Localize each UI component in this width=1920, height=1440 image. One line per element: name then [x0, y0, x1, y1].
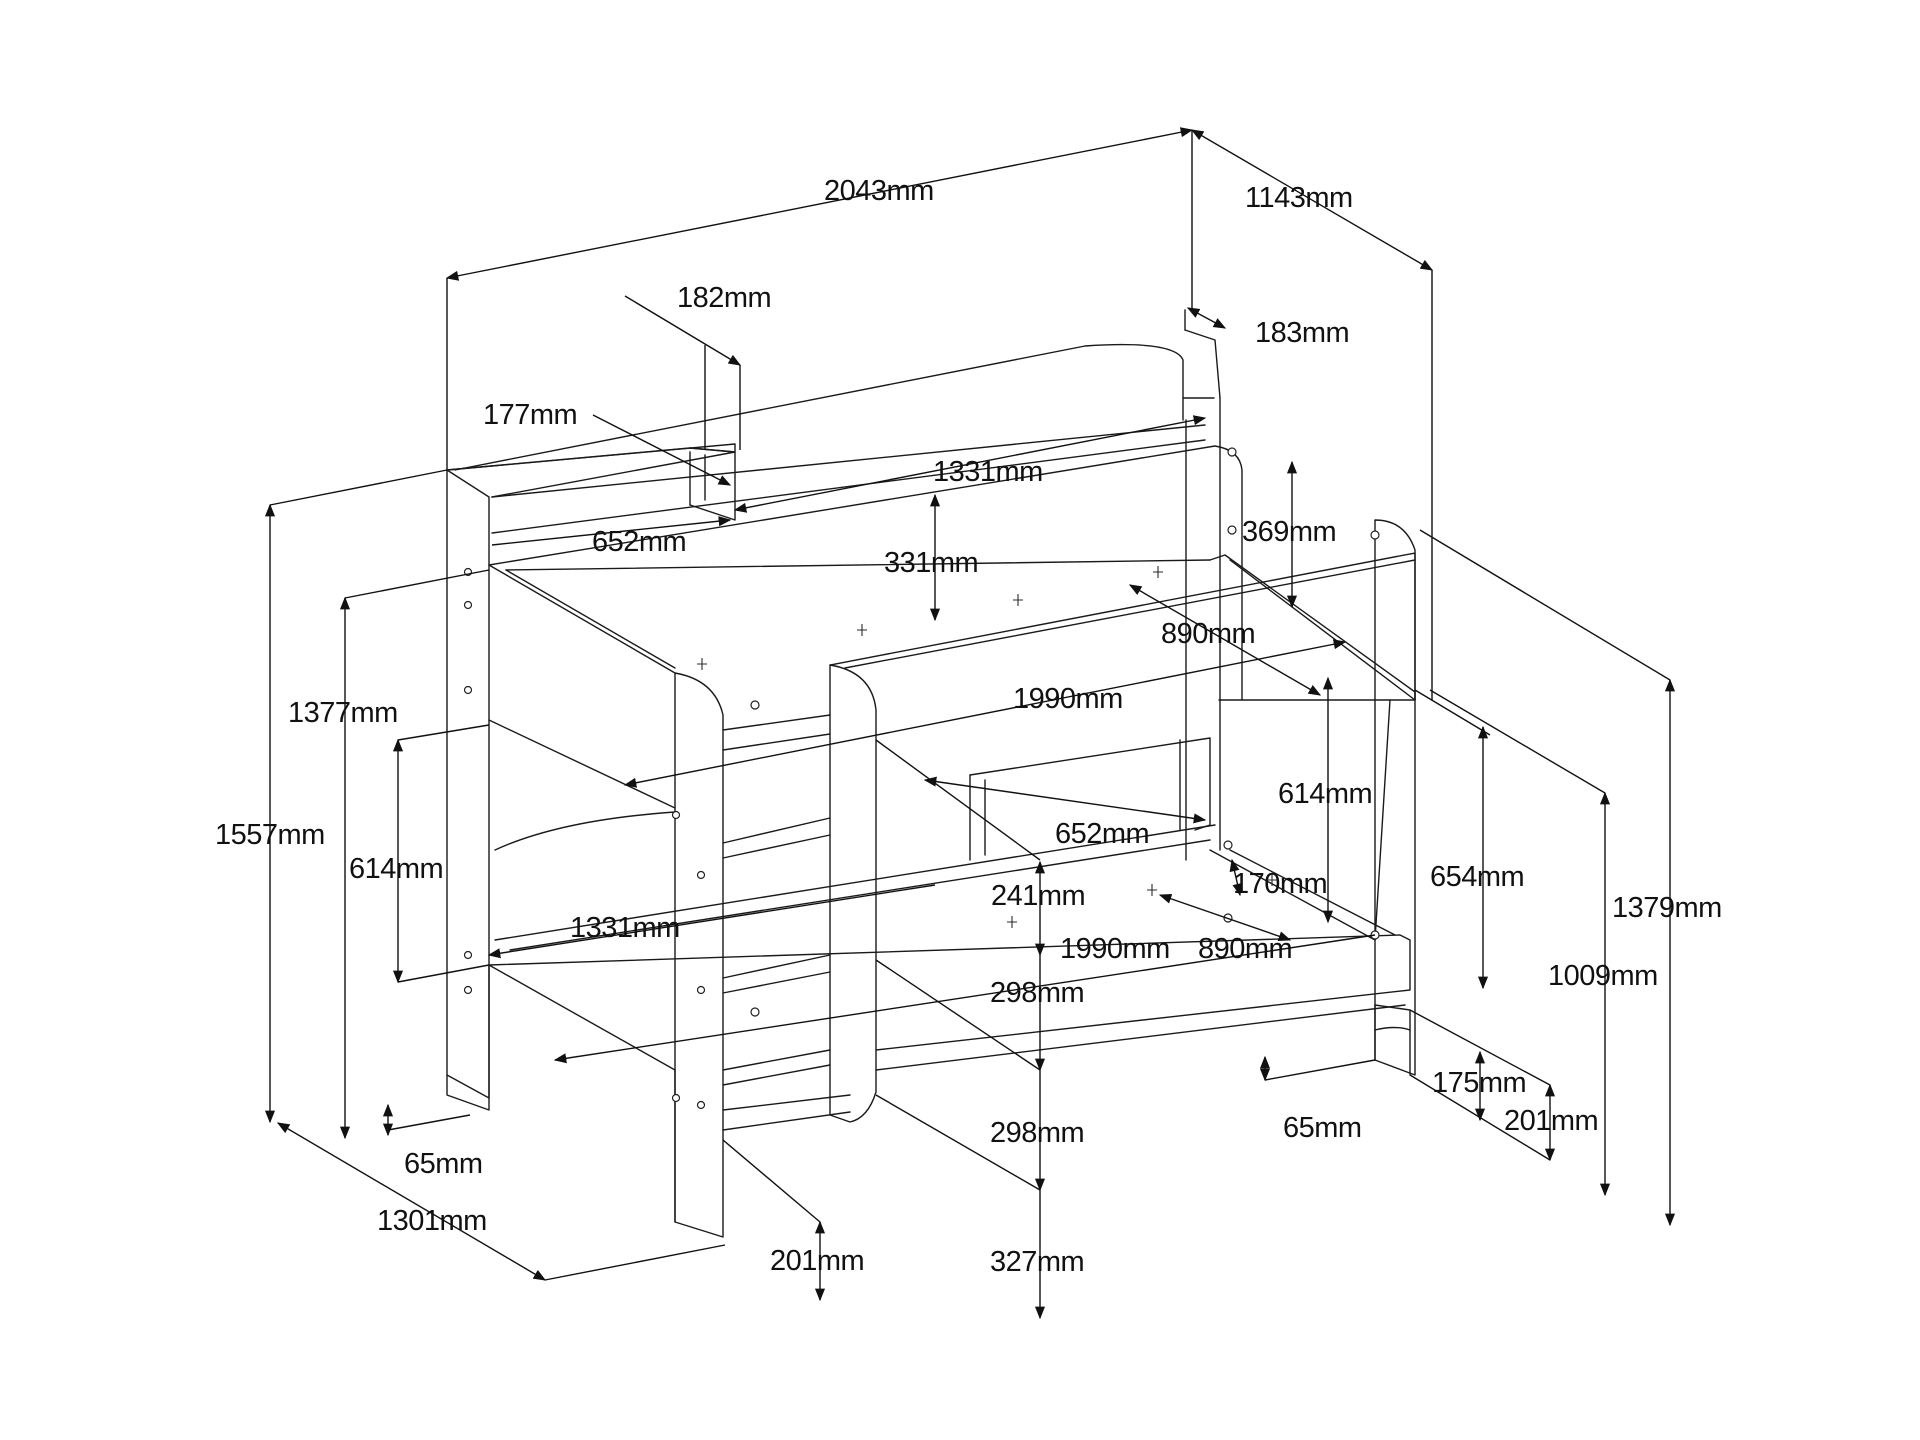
- label-lower-panel-length: 1331mm: [570, 912, 680, 944]
- label-left-foot: 65mm: [404, 1148, 483, 1180]
- label-overall-length: 2043mm: [824, 175, 934, 207]
- label-ladder-step-depth: 201mm: [770, 1245, 864, 1277]
- label-overall-width: 1143mm: [1245, 182, 1353, 214]
- label-shelf-length-top: 652mm: [592, 526, 686, 558]
- dimension-lines: [264, 127, 1676, 1320]
- label-right-foot: 65mm: [1283, 1112, 1362, 1144]
- label-overall-height: 1557mm: [215, 819, 325, 851]
- label-guard-height: 331mm: [884, 547, 978, 579]
- label-mid-shelf-length: 652mm: [1055, 818, 1149, 850]
- label-step-height-3: 327mm: [990, 1246, 1084, 1278]
- label-step-height-2: 298mm: [990, 1117, 1084, 1149]
- bunk-bed-outline: [446, 309, 1416, 1238]
- label-right-mid-height: 1009mm: [1548, 960, 1658, 992]
- label-top-shelf-width-b: 183mm: [1255, 317, 1349, 349]
- label-right-total-height: 1379mm: [1612, 892, 1722, 924]
- label-right-leg-height: 654mm: [1430, 861, 1524, 893]
- label-lower-bed-width: 890mm: [1198, 933, 1292, 965]
- label-right-foot-depth-b: 201mm: [1504, 1105, 1598, 1137]
- label-overall-depth: 1301mm: [377, 1205, 487, 1237]
- label-top-shelf-width-a: 182mm: [677, 282, 771, 314]
- label-top-bed-width: 890mm: [1161, 618, 1255, 650]
- label-step-height-1: 298mm: [990, 977, 1084, 1009]
- dimension-labels: 2043mm 1143mm 182mm 183mm 177mm 1331mm 6…: [215, 175, 1722, 1278]
- label-lower-shelf-height: 241mm: [991, 880, 1085, 912]
- label-left-gap: 614mm: [349, 853, 443, 885]
- label-height-to-top-bed: 1377mm: [288, 697, 398, 729]
- label-lower-shelf-depth: 170mm: [1233, 868, 1327, 900]
- label-right-foot-depth-a: 175mm: [1432, 1067, 1526, 1099]
- label-right-gap: 614mm: [1278, 778, 1372, 810]
- label-lower-bed-length: 1990mm: [1060, 933, 1170, 965]
- label-top-bed-length: 1990mm: [1013, 683, 1123, 715]
- label-shelf-depth: 177mm: [483, 399, 577, 431]
- label-top-panel-length: 1331mm: [933, 456, 1043, 488]
- label-headboard-height: 369mm: [1242, 516, 1336, 548]
